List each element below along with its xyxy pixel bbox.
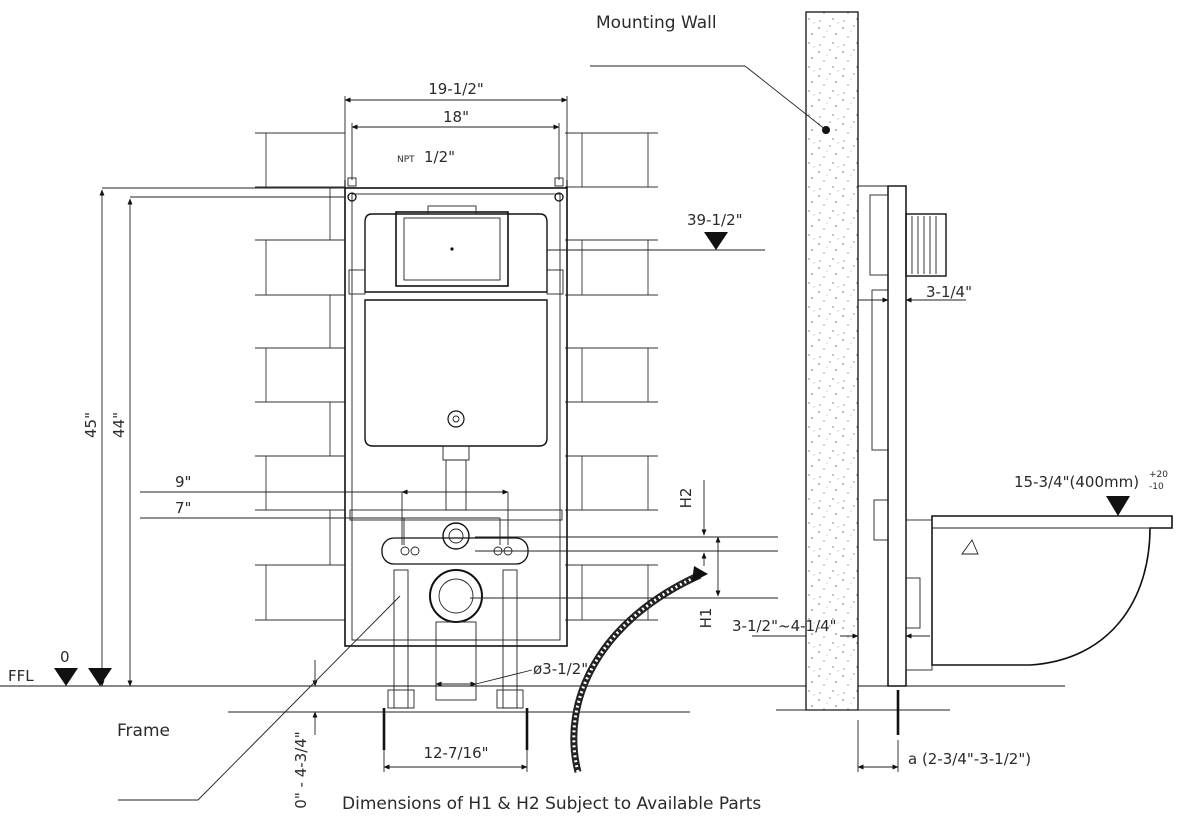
cistern xyxy=(348,205,564,511)
bowl-tol-minus: -10 xyxy=(1149,482,1164,492)
feet-spacing-label: 12-7/16" xyxy=(423,744,488,762)
ffl-label: FFL xyxy=(8,667,34,685)
width-outer-label: 19-1/2" xyxy=(428,80,484,98)
mounting-wall-label: Mounting Wall xyxy=(596,13,717,33)
width-inner-label: 18" xyxy=(443,108,469,126)
frame-front-view xyxy=(344,177,568,750)
zero-level-label: 0 xyxy=(60,648,70,666)
npt-size-label: 1/2" xyxy=(424,148,455,166)
wall-gap-label: 3-1/2"~4-1/4" xyxy=(732,617,837,635)
anchor-a-label: a (2-3/4"-3-1/2") xyxy=(908,750,1031,768)
pipe-diameter-label: ø3-1/2" xyxy=(533,660,588,678)
bowl-height-label: 15-3/4"(400mm) xyxy=(1014,473,1139,491)
brick-wall-background xyxy=(255,132,658,621)
offset-7-label: 7" xyxy=(175,499,191,517)
h1-h2-note: Dimensions of H1 & H2 Subject to Availab… xyxy=(342,794,761,814)
height-45-label: 45" xyxy=(82,412,100,438)
flexible-hose xyxy=(570,566,708,773)
side-view xyxy=(590,11,1173,772)
front-dimensions xyxy=(99,96,778,772)
h2-label: H2 xyxy=(677,488,695,509)
bowl-tol-plus: +20 xyxy=(1149,470,1168,480)
height-44-label: 44" xyxy=(110,412,128,438)
floor-adjust-label: 0" - 4-3/4" xyxy=(292,731,310,808)
npt-prefix-label: NPT xyxy=(397,155,415,165)
wall-hung-toilet-bowl xyxy=(931,515,1173,666)
h1-label: H1 xyxy=(697,608,715,629)
height-39-label: 39-1/2" xyxy=(687,211,743,229)
offset-9-label: 9" xyxy=(175,473,191,491)
mounting-wall-section xyxy=(805,11,859,711)
depth-3-1-4-label: 3-1/4" xyxy=(926,283,972,301)
frame-label: Frame xyxy=(117,721,170,741)
